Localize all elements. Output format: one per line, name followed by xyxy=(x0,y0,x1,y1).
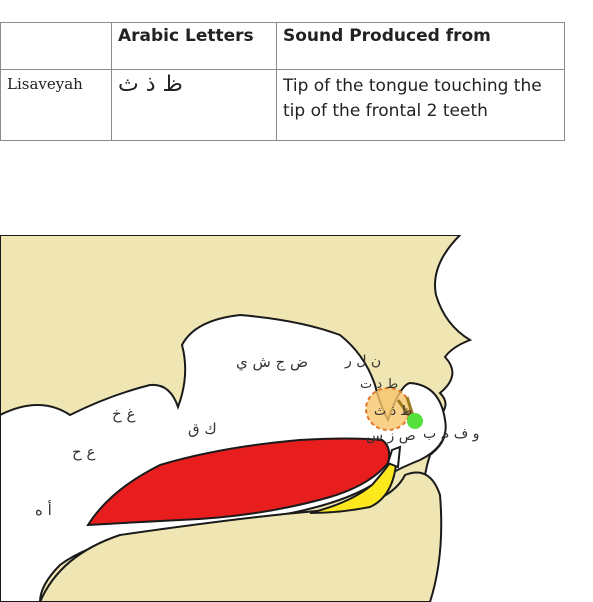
tongue xyxy=(86,437,391,527)
mouth-cross-section-diagram: أ ه ع ح غ خ ك ق ض ج ش ي ن ل ر ط د ت ظ ذ … xyxy=(0,235,479,602)
header-sound-produced: Sound Produced from xyxy=(276,22,565,70)
label-tip-nun-lam-ra: ن ل ر xyxy=(344,353,381,369)
label-throat-upper: غ خ xyxy=(112,405,135,423)
row-description-cell: Tip of the tongue touching the tip of th… xyxy=(276,69,565,141)
label-highlighted-letters: ظ ذ ث xyxy=(374,404,412,419)
label-whistling: ص ز س xyxy=(366,428,416,444)
table-row: Lisaveyah ظ ذ ث Tip of the tongue touchi… xyxy=(0,69,565,141)
table-header-row: Arabic Letters Sound Produced from xyxy=(0,22,565,70)
label-throat-mid: ع ح xyxy=(72,443,95,461)
articulation-table: Arabic Letters Sound Produced from Lisav… xyxy=(0,22,565,141)
label-lips: و ف م ب xyxy=(423,426,479,442)
header-arabic-letters: Arabic Letters xyxy=(111,22,277,70)
row-letters-cell: ظ ذ ث xyxy=(111,69,277,141)
label-throat-deep: أ ه xyxy=(35,500,52,519)
row-name-cell: Lisaveyah xyxy=(0,69,112,141)
label-back-tongue: ك ق xyxy=(188,420,217,438)
contact-point xyxy=(407,413,423,429)
label-tip-ta-dal: ط د ت xyxy=(360,377,398,392)
upper-teeth xyxy=(386,445,402,469)
header-empty-cell xyxy=(0,22,112,70)
label-middle-tongue: ض ج ش ي xyxy=(236,353,308,372)
